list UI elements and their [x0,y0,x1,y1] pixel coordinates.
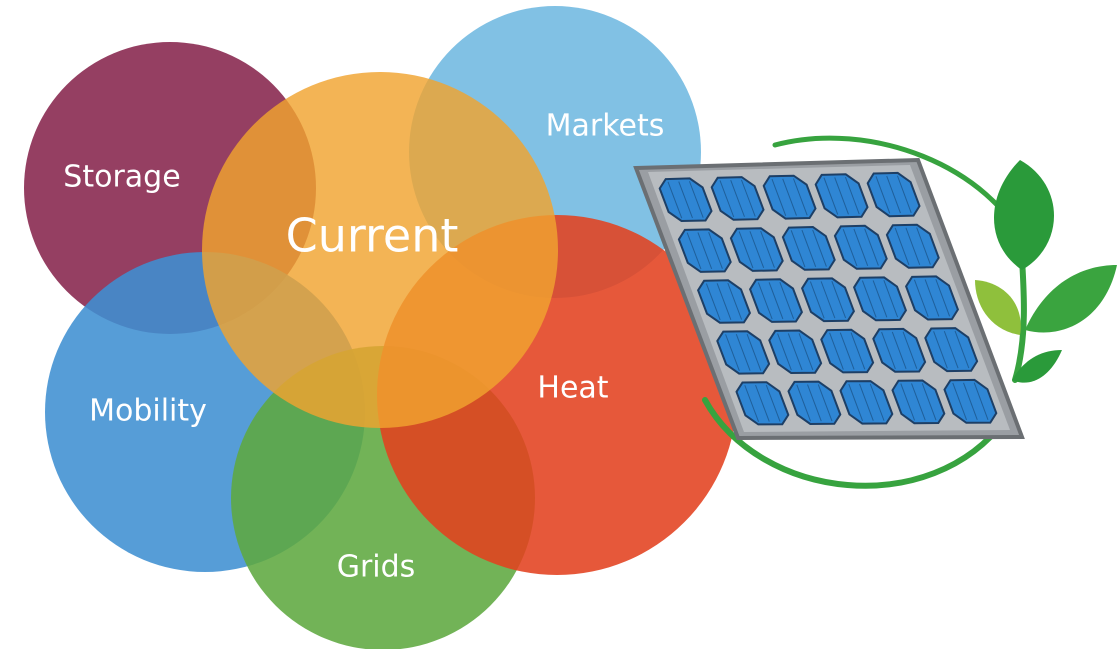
solar-cell-line [891,331,907,369]
solar-cell-line [886,175,901,214]
solar-cell-line [872,280,888,318]
solar-cell-line [796,384,812,422]
solar-cell-line [686,232,702,270]
solar-panel-icon [633,157,1025,441]
solar-cell-line [801,229,817,267]
solar-cell-line [973,382,989,420]
solar-cell-line [935,279,951,317]
solar-cell-line [771,178,787,216]
label-mobility: Mobility [89,394,207,429]
solar-cell-line [760,230,775,268]
leaf-top [993,160,1055,270]
solar-cell-line [902,331,918,369]
leaf-bottom [1012,350,1062,383]
solar-cell-line [768,282,784,320]
solar-cell-line [864,228,879,266]
solar-cell-line [807,384,822,422]
solar-cell-line [839,332,855,370]
solar-cell-line [812,229,827,267]
solar-cell-line [820,281,836,319]
leaf-icon [975,160,1117,383]
solar-cell-line [913,279,929,317]
solar-cell-line [716,283,732,320]
solar-cell-line [735,334,751,371]
solar-cell-line [798,333,814,371]
solar-cell-line [688,181,704,218]
solar-cell-line [790,230,806,268]
solar-cell-line [725,334,740,371]
solar-cell-line [963,382,978,421]
solar-cell-line [869,383,885,421]
solar-cell-line [842,228,858,267]
solar-cell-line [850,332,866,370]
solar-cell-line [896,175,912,213]
solar-cell-line [921,383,937,421]
solar-cell-line [911,383,926,421]
solar-cell-line [875,176,891,214]
green-arc [702,397,1008,489]
solar-cell-line [829,332,844,370]
solar-cell-line [954,330,970,369]
label-grids: Grids [337,550,416,585]
solar-cell-line [719,180,735,218]
solar-cell-line [831,281,847,319]
solar-cell-line [817,384,833,422]
circle-group [24,6,737,649]
solar-cell-line [924,279,940,317]
solar-cell-line [782,178,797,216]
solar-cell-line [883,280,899,318]
solar-cell-line [727,282,743,320]
solar-cell-line [853,228,869,266]
leaf-left [975,280,1021,335]
solar-cell-line [678,181,693,219]
solar-cell-line [730,179,745,217]
solar-cell-line [757,282,773,320]
solar-cell-line [787,333,803,371]
solar-cell-line [705,283,721,321]
solar-cell-line [894,227,910,266]
label-heat: Heat [537,371,608,406]
solar-panel-cells [658,171,998,426]
solar-cell-line [848,383,864,421]
solar-cell-line [952,382,968,421]
solar-cell-line [746,333,762,371]
solar-cell-line [916,227,931,265]
leaf-right [1025,265,1117,333]
solar-cell-line [834,177,849,215]
solar-cell-line [861,280,877,318]
solar-cell-line [667,181,683,219]
circle-current [202,72,558,428]
solar-cell-line [744,385,760,422]
solar-cell-line [749,231,765,269]
solar-cell-line [905,227,921,265]
solar-cell-line [900,383,916,421]
solar-cell-line [779,281,795,319]
label-storage: Storage [63,160,180,195]
solar-cell-line [792,178,808,216]
solar-cell-line [844,176,860,215]
solar-cell-line [881,331,896,370]
label-markets: Markets [546,109,665,144]
solar-cell-line [823,177,839,215]
circle-labels: Storage Markets Mobility Grids Heat Curr… [63,109,664,585]
solar-cell-line [697,232,713,270]
solar-cell-line [809,281,825,319]
solar-cell-line [738,231,754,269]
solar-cell-line [933,331,948,369]
solar-cell-line [708,232,723,269]
solar-cell-line [740,179,756,217]
solar-cell-line [777,333,792,371]
label-current: Current [286,209,459,263]
solar-cell-line [859,383,874,421]
solar-cell-line [755,384,770,422]
solar-cell-line [943,330,959,369]
solar-cell-line [765,384,781,422]
